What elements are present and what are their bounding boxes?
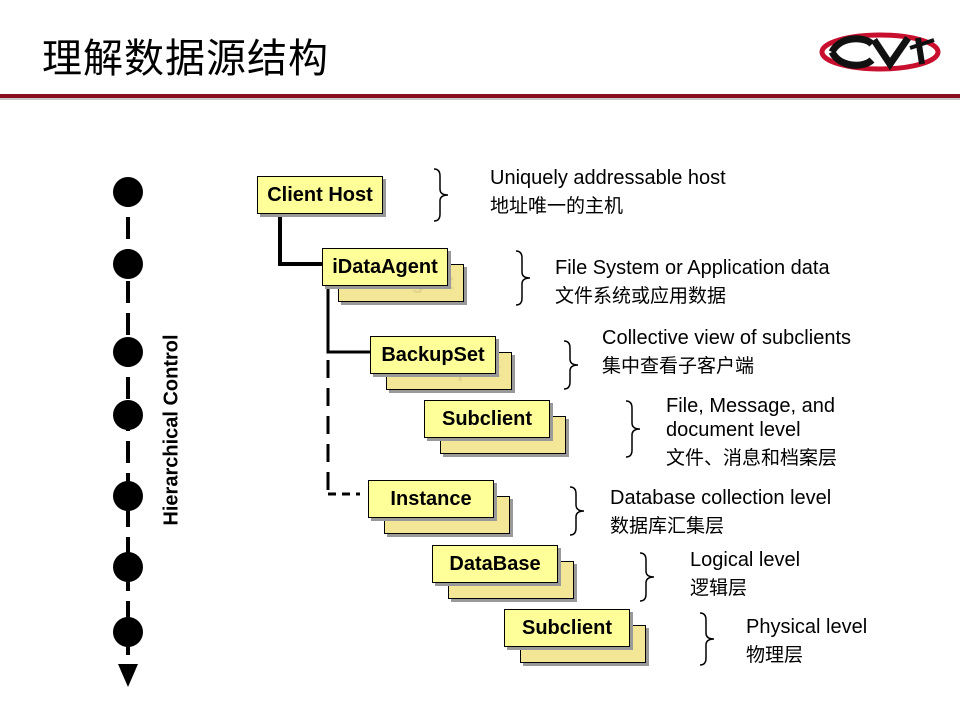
brace-icon — [433, 168, 449, 222]
axis-dot — [113, 400, 143, 430]
axis-label: Hierarchical Control — [160, 334, 183, 526]
title-rule-shadow — [0, 98, 960, 100]
axis-dot — [113, 552, 143, 582]
company-logo — [819, 32, 941, 72]
slide-title: 理解数据源结构 — [42, 36, 329, 82]
node-description: Database collection level 数据库汇集层 — [610, 486, 831, 538]
node-box: Client Host — [257, 176, 383, 214]
brace-icon — [515, 250, 531, 306]
description-cn: 逻辑层 — [690, 577, 748, 599]
node-box: iDataAgent — [322, 248, 448, 286]
description-en: Physical level — [746, 616, 868, 638]
axis-dot — [113, 249, 143, 279]
description-en: File, Message, and document level — [666, 395, 835, 441]
node-description: Collective view of subclients 集中查看子客户端 — [602, 326, 851, 378]
description-cn: 物理层 — [746, 644, 804, 666]
description-cn: 集中查看子客户端 — [602, 355, 755, 377]
description-en: Database collection level — [610, 487, 832, 509]
node-description: File System or Application data 文件系统或应用数据 — [555, 256, 830, 308]
brace-icon — [569, 486, 585, 536]
title-rule — [0, 94, 960, 98]
node-description: Uniquely addressable host 地址唯一的主机 — [490, 166, 726, 218]
brace-icon — [563, 340, 579, 390]
node-description: Logical level 逻辑层 — [690, 548, 800, 600]
description-cn: 数据库汇集层 — [610, 515, 725, 537]
node-box: Subclient — [504, 609, 630, 647]
description-en: File System or Application data — [555, 257, 830, 279]
brace-icon — [625, 400, 641, 458]
node-box: Instance — [368, 480, 494, 518]
axis-dot — [113, 177, 143, 207]
description-en: Collective view of subclients — [602, 327, 851, 349]
description-cn: 文件系统或应用数据 — [555, 285, 727, 307]
axis-dot — [113, 617, 143, 647]
brace-icon — [639, 552, 655, 602]
node-box: Subclient — [424, 400, 550, 438]
description-cn: 文件、消息和档案层 — [666, 447, 838, 469]
node-description: Physical level 物理层 — [746, 615, 867, 667]
description-en: Uniquely addressable host — [490, 167, 726, 189]
node-box: BackupSet — [370, 336, 496, 374]
node-description: File, Message, and document level 文件、消息和档… — [666, 394, 837, 470]
axis-dot — [113, 337, 143, 367]
brace-icon — [699, 612, 715, 666]
axis-dot — [113, 481, 143, 511]
description-en: Logical level — [690, 549, 801, 571]
description-cn: 地址唯一的主机 — [490, 195, 624, 217]
node-box: DataBase — [432, 545, 558, 583]
